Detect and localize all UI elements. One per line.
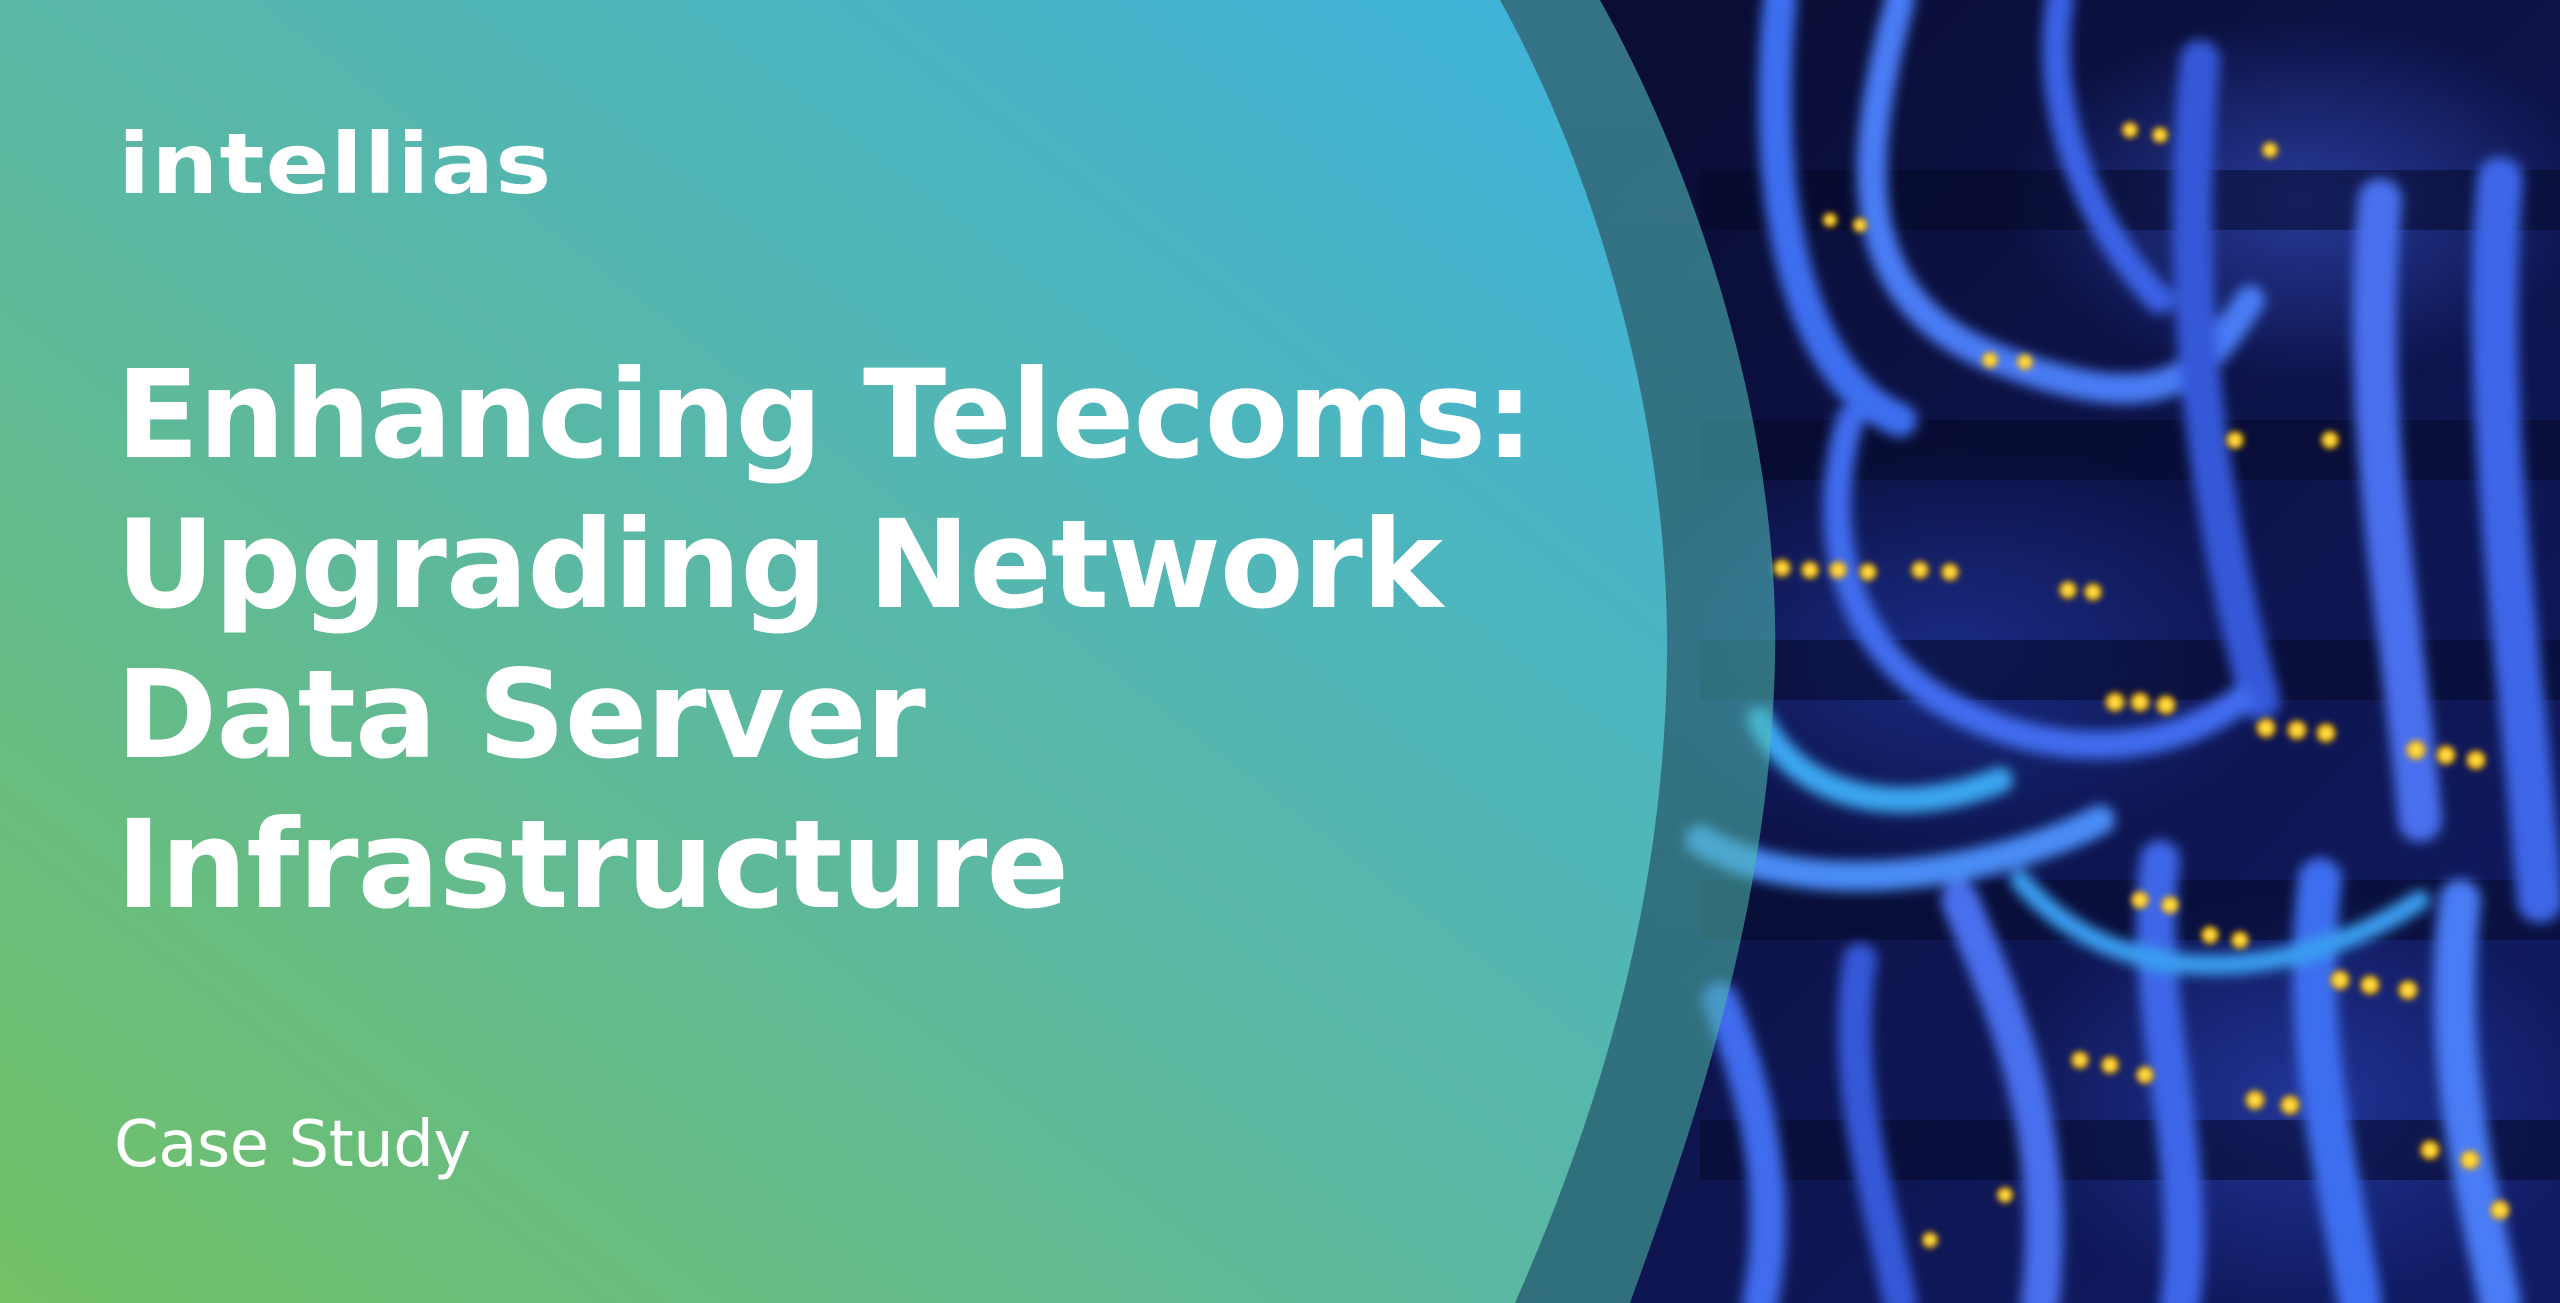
page-title: Enhancing Telecoms: Upgrading Network Da… <box>116 340 1616 940</box>
title-line-2: Upgrading Network <box>116 494 1443 636</box>
case-study-label: Case Study <box>114 1108 471 1182</box>
title-line-1: Enhancing Telecoms: <box>116 344 1534 486</box>
title-line-3: Data Server <box>116 644 926 786</box>
title-line-4: Infrastructure <box>116 794 1069 936</box>
intellias-logo: intellias <box>118 115 553 213</box>
